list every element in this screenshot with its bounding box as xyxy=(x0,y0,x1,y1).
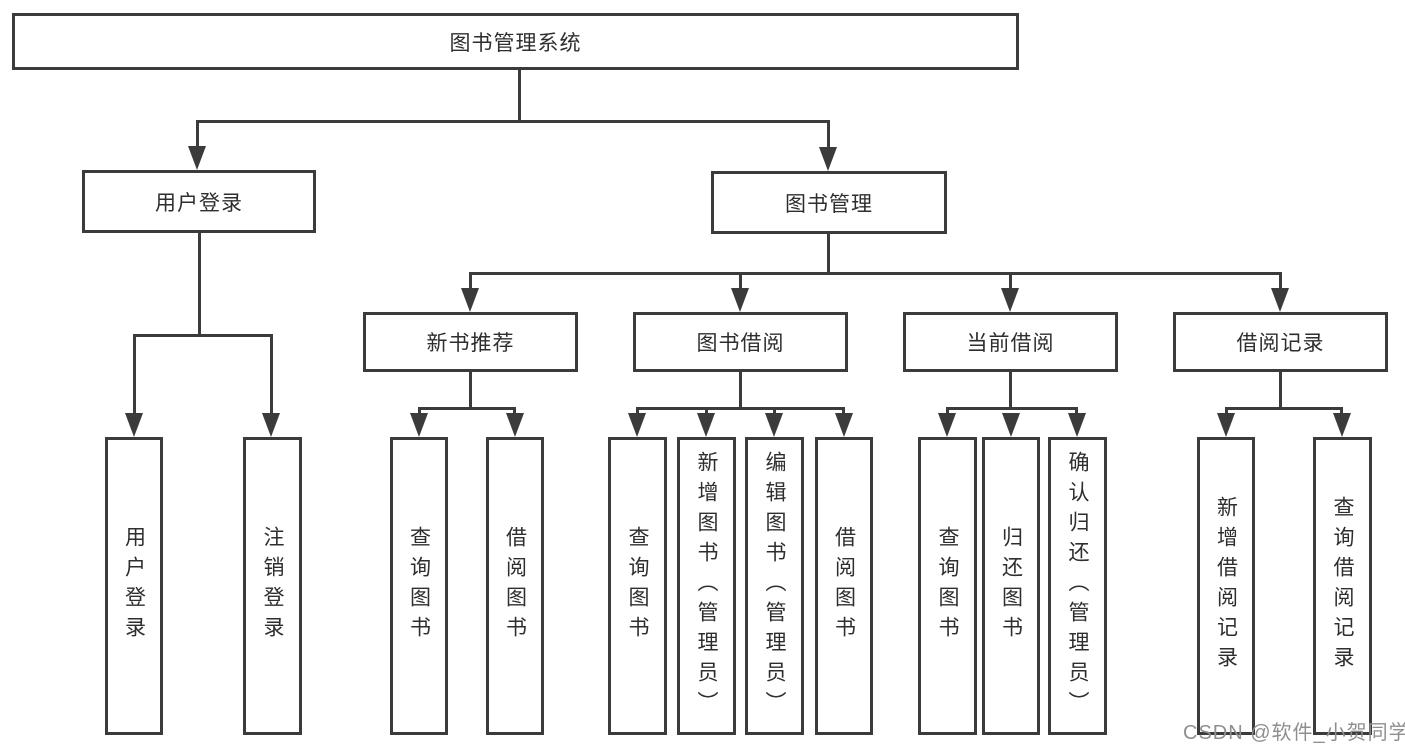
node-label: 编辑图书（管理员） xyxy=(763,451,786,721)
arrowhead-icon xyxy=(410,413,428,437)
node-label: 借阅图书 xyxy=(503,526,527,646)
arrowhead-icon xyxy=(262,413,280,437)
arrowhead-icon xyxy=(835,413,853,437)
connector-line xyxy=(1009,372,1012,410)
connector-line xyxy=(133,334,136,416)
arrowhead-icon xyxy=(765,413,783,437)
connector-line xyxy=(773,407,776,417)
arrowhead-icon xyxy=(819,147,837,171)
connector-line xyxy=(842,407,845,417)
connector-line xyxy=(827,234,830,275)
arrowhead-icon xyxy=(1217,413,1235,437)
connector-line xyxy=(739,372,742,410)
node-leaf-logout: 注销登录 xyxy=(243,437,302,735)
arrowhead-icon xyxy=(1068,413,1086,437)
node-label: 图书管理 xyxy=(785,192,873,216)
node-root-library-management-system: 图书管理系统 xyxy=(12,13,1019,70)
connector-line xyxy=(1225,407,1343,410)
connector-line xyxy=(827,120,830,150)
connector-line xyxy=(198,233,201,336)
arrowhead-icon xyxy=(731,288,749,312)
connector-line xyxy=(946,407,1078,410)
connector-line xyxy=(739,272,742,292)
node-leaf-user-login: 用户登录 xyxy=(105,437,163,735)
arrowhead-icon xyxy=(1002,413,1020,437)
node-label: 查询图书 xyxy=(407,526,431,646)
node-label: 借阅图书 xyxy=(832,526,856,646)
connector-line xyxy=(196,120,830,123)
connector-line xyxy=(946,407,949,417)
node-label: 新书推荐 xyxy=(426,332,515,355)
node-current-borrowing: 当前借阅 xyxy=(903,312,1118,372)
node-book-management-group: 图书管理 xyxy=(711,171,947,234)
node-label: 确认归还（管理员） xyxy=(1066,451,1089,721)
arrowhead-icon xyxy=(1333,413,1351,437)
node-label: 图书借阅 xyxy=(696,332,785,355)
node-leaf-query-books: 查询图书 xyxy=(608,437,667,735)
node-leaf-query-books: 查询图书 xyxy=(918,437,977,735)
node-label: 注销登录 xyxy=(261,526,284,646)
connector-line xyxy=(469,272,472,292)
arrowhead-icon xyxy=(628,413,646,437)
node-book-borrowing: 图书借阅 xyxy=(633,312,848,372)
node-leaf-return-books: 归还图书 xyxy=(982,437,1040,735)
node-leaf-add-books-admin: 新增图书（管理员） xyxy=(677,437,736,735)
connector-line xyxy=(513,407,516,417)
node-leaf-add-borrow-record: 新增借阅记录 xyxy=(1197,437,1255,735)
node-leaf-borrow-books: 借阅图书 xyxy=(486,437,544,735)
node-leaf-confirm-return-admin: 确认归还（管理员） xyxy=(1048,437,1107,735)
connector-line xyxy=(133,334,273,337)
connector-line xyxy=(469,272,1282,275)
arrowhead-icon xyxy=(125,413,143,437)
connector-line xyxy=(418,407,421,417)
connector-line xyxy=(1340,407,1343,417)
node-leaf-borrow-books: 借阅图书 xyxy=(815,437,873,735)
connector-line xyxy=(1075,407,1078,417)
arrowhead-icon xyxy=(1001,288,1019,312)
arrowhead-icon xyxy=(938,413,956,437)
node-label: 新增借阅记录 xyxy=(1214,496,1238,676)
node-user-login-group: 用户登录 xyxy=(82,170,316,233)
arrowhead-icon xyxy=(697,413,715,437)
connector-line xyxy=(1009,272,1012,292)
connector-line xyxy=(469,372,472,410)
node-new-book-recommendation: 新书推荐 xyxy=(363,312,578,372)
arrowhead-icon xyxy=(1271,288,1289,312)
node-leaf-query-borrow-record: 查询借阅记录 xyxy=(1313,437,1372,735)
connector-line xyxy=(270,334,273,416)
node-label: 用户登录 xyxy=(155,191,243,215)
connector-line xyxy=(636,407,845,410)
node-label: 归还图书 xyxy=(999,526,1023,646)
csdn-watermark: CSDN @软件_小贺同学 xyxy=(1183,722,1405,744)
arrowhead-icon xyxy=(461,288,479,312)
connector-line xyxy=(418,407,516,410)
node-label: 查询借阅记录 xyxy=(1331,496,1354,676)
connector-line xyxy=(1279,372,1282,410)
connector-line xyxy=(636,407,639,417)
node-label: 借阅记录 xyxy=(1236,332,1325,355)
node-leaf-edit-books-admin: 编辑图书（管理员） xyxy=(745,437,804,735)
node-label: 用户登录 xyxy=(122,526,146,646)
node-label: 查询图书 xyxy=(936,526,959,646)
node-label: 新增图书（管理员） xyxy=(695,451,718,721)
connector-line xyxy=(705,407,708,417)
connector-line xyxy=(1225,407,1228,417)
arrowhead-icon xyxy=(506,413,524,437)
node-label: 图书管理系统 xyxy=(449,31,582,55)
connector-line xyxy=(196,120,199,150)
node-label: 当前借阅 xyxy=(966,332,1055,355)
connector-line xyxy=(518,70,521,122)
node-leaf-query-books: 查询图书 xyxy=(390,437,448,735)
arrowhead-icon xyxy=(188,146,206,170)
node-label: 查询图书 xyxy=(626,526,649,646)
connector-line xyxy=(1279,272,1282,292)
node-borrowing-records: 借阅记录 xyxy=(1173,312,1388,372)
